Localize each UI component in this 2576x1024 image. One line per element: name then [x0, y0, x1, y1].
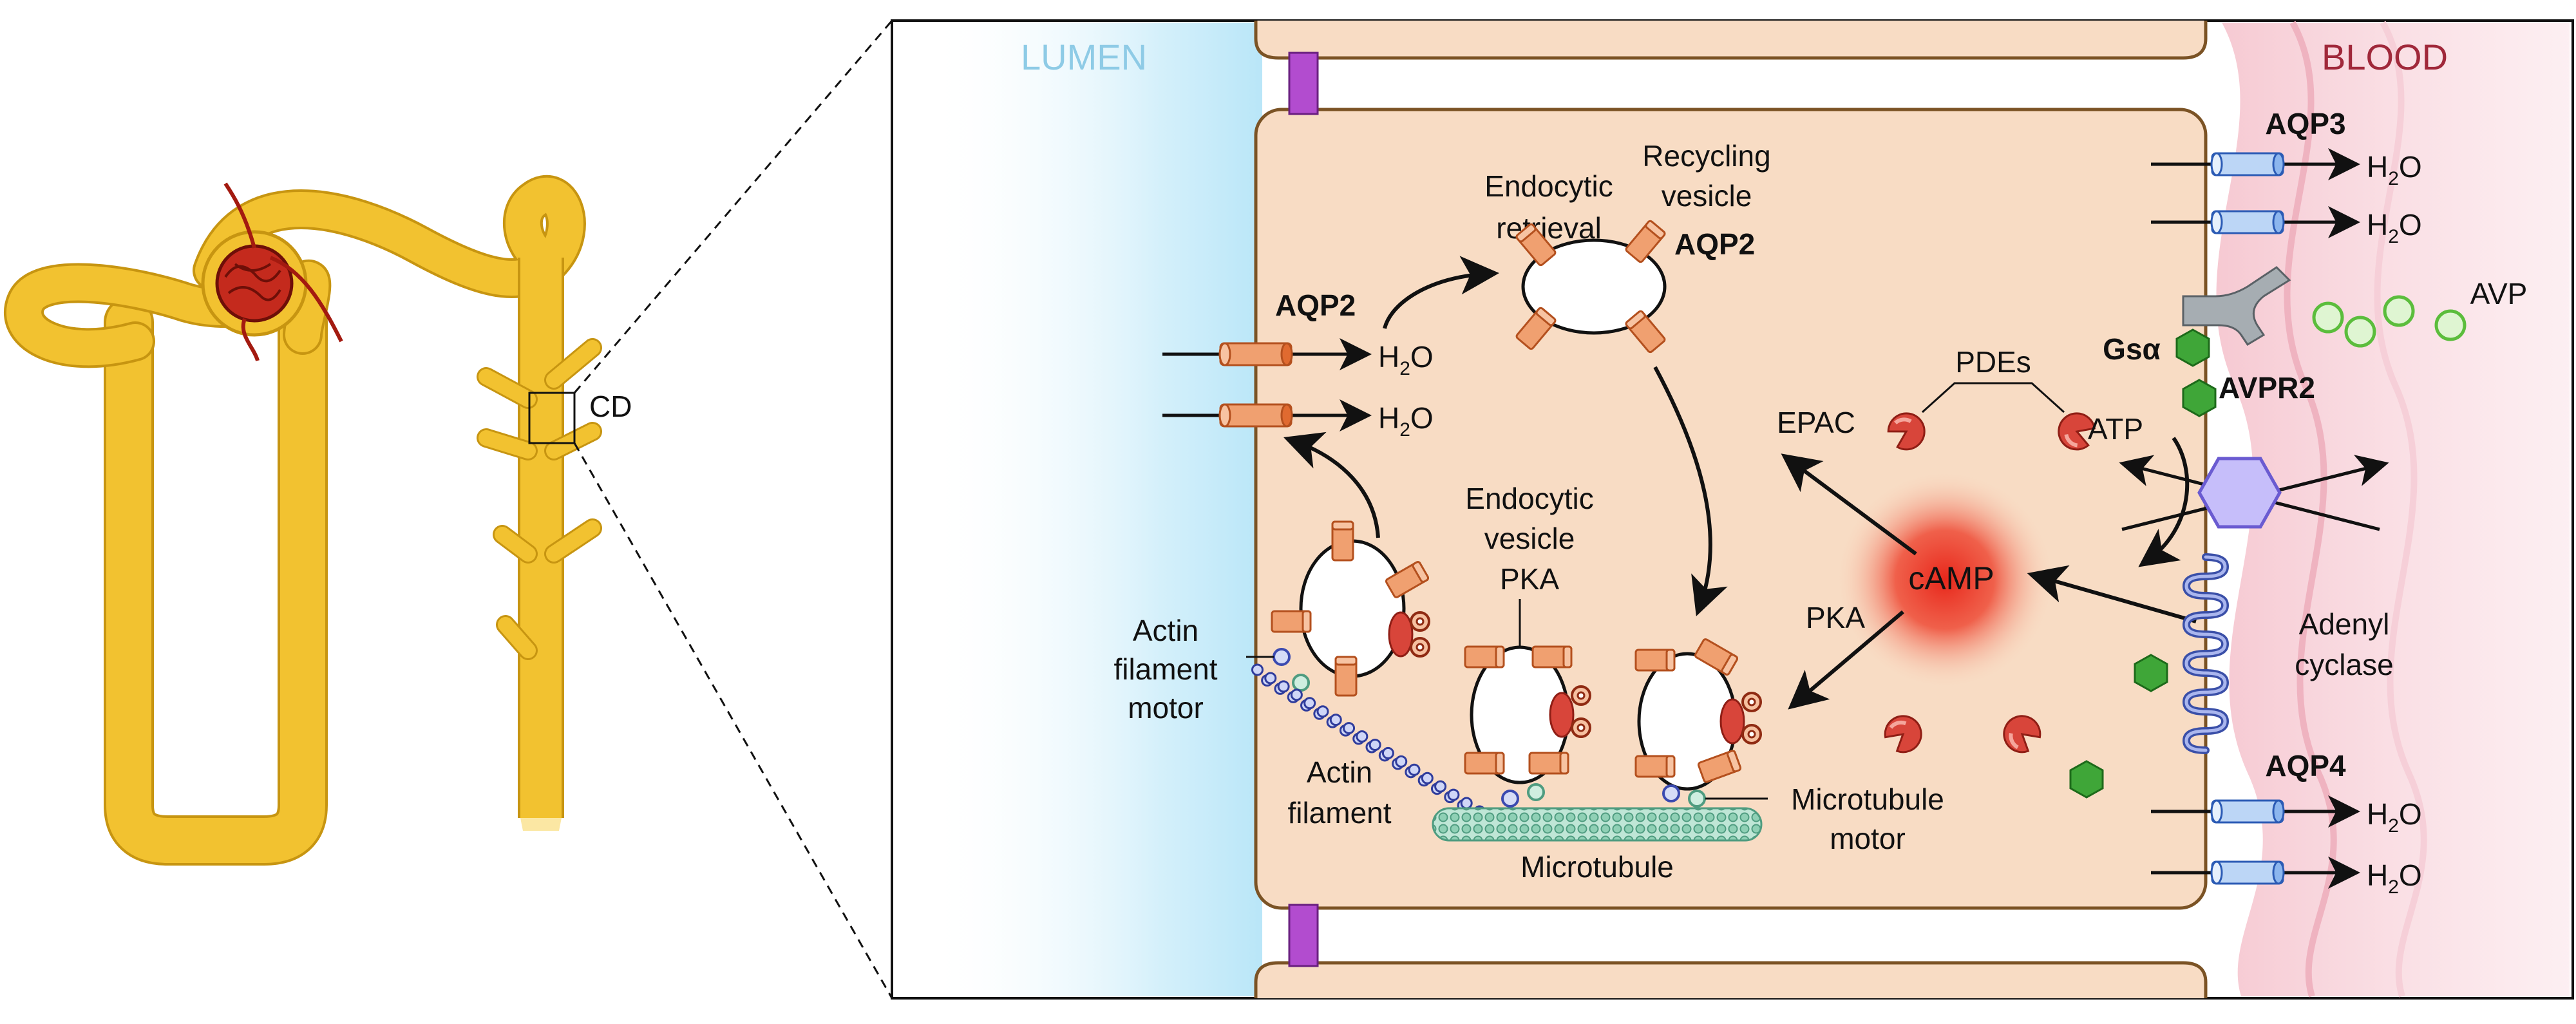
endocytic-vesicle-label-3: PKA [1500, 562, 1559, 596]
cyclase-camp-arrow [2027, 565, 2197, 623]
avp-molecule-4 [2436, 311, 2465, 339]
actin-bead [1316, 705, 1329, 718]
cd-zoom-box [528, 392, 576, 444]
avpr2-label: AVPR2 [2219, 371, 2315, 404]
gs-alpha-3 [2134, 654, 2168, 692]
endocytic-vesicle-label-1: Endocytic [1465, 482, 1593, 515]
actin-bead [1421, 772, 1434, 784]
recycling-vesicle-label-2: vesicle [1662, 179, 1752, 213]
adenyl-cyclase-label-1: Adenyl [2299, 607, 2390, 641]
gs-alpha-1 [2175, 328, 2210, 367]
actin-bead [1343, 722, 1356, 735]
actin-bead [1395, 755, 1408, 768]
vesicle-microtubule-2 [1634, 637, 1762, 808]
lumen-label: LUMEN [1021, 37, 1147, 77]
cell-panel: LUMEN BLOOD AQP2 H2O H2O Endocytic retri… [891, 19, 2574, 1000]
actin-bead [1460, 797, 1473, 810]
aqp4-label: AQP4 [2265, 749, 2346, 782]
actin-filament-label-1: Actin [1307, 755, 1372, 789]
atp-label: ATP [2088, 412, 2143, 446]
avp-molecule-2 [2346, 318, 2374, 346]
pdes-label: PDEs [1955, 345, 2031, 379]
recycling-vesicle-label-1: Recycling [1642, 139, 1770, 173]
actin-bead [1329, 714, 1342, 726]
exocytosis-arrow [1283, 431, 1380, 538]
tight-junction-bottom [1288, 904, 1319, 967]
actin-bead [1356, 730, 1368, 743]
recycling-vesicle [1514, 219, 1667, 354]
actin-bead [1251, 663, 1264, 676]
actin-motor-label-2: filament [1113, 652, 1217, 686]
actin-bead [1447, 788, 1460, 801]
avp-molecule-3 [2385, 297, 2413, 325]
endocytic-vesicle-label-2: vesicle [1484, 522, 1575, 555]
adenylyl-cyclase-catalytic [2197, 457, 2282, 529]
adenyl-cyclase-label-2: cyclase [2295, 648, 2393, 681]
actin-bead [1381, 746, 1394, 759]
camp-glow [1835, 470, 2054, 689]
microtubule [1432, 807, 1763, 842]
pka-label: PKA [1806, 601, 1865, 634]
actin-bead [1290, 688, 1303, 701]
gs-alpha-4 [2069, 760, 2104, 799]
camp-pka-arrow [1788, 610, 1904, 710]
avp-molecule-1 [2314, 303, 2342, 332]
epac-label: EPAC [1777, 406, 1855, 439]
aqp2-apical-label: AQP2 [1275, 289, 1356, 322]
retrieval-arrow [1383, 256, 1499, 329]
blood-label: BLOOD [2322, 37, 2448, 77]
h2o-aqp3-2: H2O [2367, 208, 2422, 247]
vesicle-microtubule-1 [1464, 645, 1591, 808]
actin-bead [1408, 763, 1421, 776]
endocytic-retrieval-label-1: Endocytic [1484, 169, 1613, 203]
vesicle-actin [1271, 520, 1430, 697]
apical-aqp2-channels [1162, 338, 1372, 431]
actin-motor-label-1: Actin [1133, 614, 1198, 647]
actin-bead [1264, 672, 1277, 685]
atp-conversion-arrow [2138, 437, 2190, 567]
avp-label: AVP [2470, 277, 2528, 310]
microtubule-label: Microtubule [1520, 850, 1674, 884]
avpr2-receptor [2182, 266, 2291, 346]
microtubule-motor-label-2: motor [1830, 822, 1906, 855]
h2o-aqp4-1: H2O [2367, 797, 2422, 837]
aqp3-label: AQP3 [2265, 107, 2345, 140]
microtubule-motor-label-1: Microtubule [1791, 782, 1944, 816]
actin-filament-label-2: filament [1287, 796, 1391, 830]
actin-bead [1368, 738, 1381, 751]
gs-alpha-2 [2182, 379, 2217, 417]
camp-label: cAMP [1908, 560, 1994, 596]
nephron-illustration: CD [4, 20, 893, 999]
aqp2-vesicle-label: AQP2 [1674, 227, 1755, 261]
h2o-apical-1: H2O [1378, 340, 1434, 379]
h2o-aqp3-1: H2O [2367, 150, 2422, 189]
aqp3-channels [2151, 148, 2360, 238]
actin-motor-label-3: motor [1128, 691, 1204, 725]
cd-label: CD [589, 390, 632, 423]
gs-alpha-label: Gsα [2103, 332, 2161, 366]
actin-bead [1303, 697, 1316, 710]
h2o-aqp4-2: H2O [2367, 858, 2422, 898]
tight-junction-top [1288, 52, 1319, 115]
h2o-apical-2: H2O [1378, 401, 1434, 441]
camp-epac-arrow [1781, 453, 1917, 556]
aqp4-channels [2151, 795, 2360, 889]
actin-bead [1277, 680, 1290, 693]
actin-bead [1434, 780, 1447, 793]
recycling-arrow [1653, 366, 1728, 616]
